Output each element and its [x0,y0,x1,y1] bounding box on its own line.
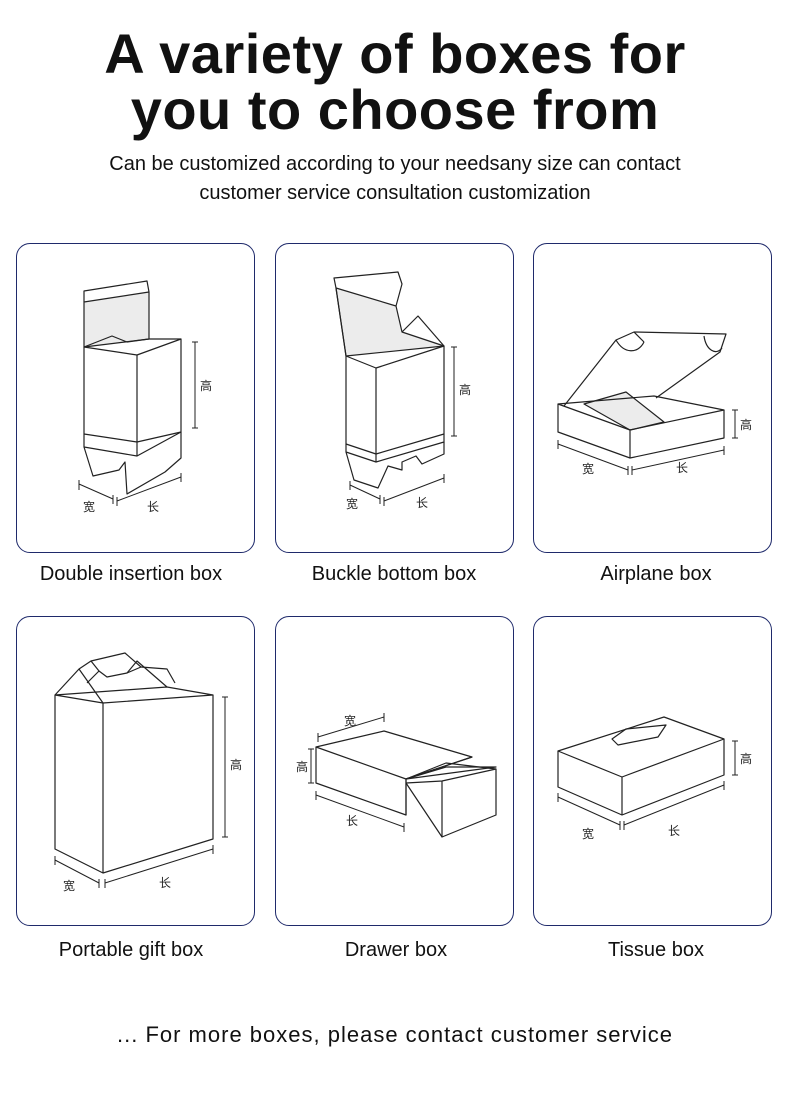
airplane-box-illustration: 高 宽 长 [557,331,752,476]
box-card-buckle-bottom[interactable]: 高 宽 长 [275,243,514,553]
title-line-2: you to choose from [130,78,660,141]
dim-height-label: 高 [459,382,471,397]
dim-width-label: 宽 [582,461,594,476]
dim-width-label: 宽 [344,713,356,728]
subtitle: Can be customized according to your need… [40,150,750,208]
box-label-tissue: Tissue box [608,939,704,961]
title-line-1: A variety of boxes for [104,22,686,85]
box-label-drawer: Drawer box [344,939,448,961]
dim-height-label: 高 [200,378,212,393]
dim-length-label: 长 [676,461,688,475]
dim-height-label: 高 [230,757,242,772]
dim-width-label: 宽 [582,826,594,841]
dim-width-label: 宽 [346,496,358,511]
portable-gift-box-illustration: 高 宽 长 [54,652,242,893]
box-label-double-insertion: Double insertion box [39,563,223,585]
buckle-bottom-box-illustration: 高 宽 长 [333,271,471,511]
box-label-buckle-bottom: Buckle bottom box [311,563,477,585]
dim-length-label: 长 [159,876,171,890]
dim-width-label: 宽 [83,499,95,514]
tissue-box-illustration: 高 宽 长 [557,716,752,841]
box-card-drawer[interactable]: 宽 高 长 [275,616,514,926]
dim-length-label: 长 [346,814,358,828]
dim-length-label: 长 [147,500,159,514]
box-card-tissue[interactable]: 高 宽 长 [533,616,772,926]
double-insertion-box-illustration: 高 宽 长 [78,280,212,514]
page-title: A variety of boxes for you to choose fro… [0,26,790,138]
subtitle-line-2: customer service consultation customizat… [199,182,591,204]
dim-length-label: 长 [668,824,680,838]
dim-height-label: 高 [740,751,752,766]
box-card-portable-gift[interactable]: 高 宽 长 [16,616,255,926]
box-card-airplane[interactable]: 高 宽 长 [533,243,772,553]
box-card-double-insertion[interactable]: 高 宽 长 [16,243,255,553]
drawer-box-illustration: 宽 高 长 [296,713,497,838]
footer-note: ... For more boxes, please contact custo… [117,1022,673,1047]
subtitle-line-1: Can be customized according to your need… [109,153,681,175]
box-label-portable-gift: Portable gift box [58,939,204,961]
dim-length-label: 长 [416,496,428,510]
dim-height-label: 高 [296,759,308,774]
box-label-airplane: Airplane box [600,563,712,585]
dim-height-label: 高 [740,417,752,432]
dim-width-label: 宽 [63,878,75,893]
